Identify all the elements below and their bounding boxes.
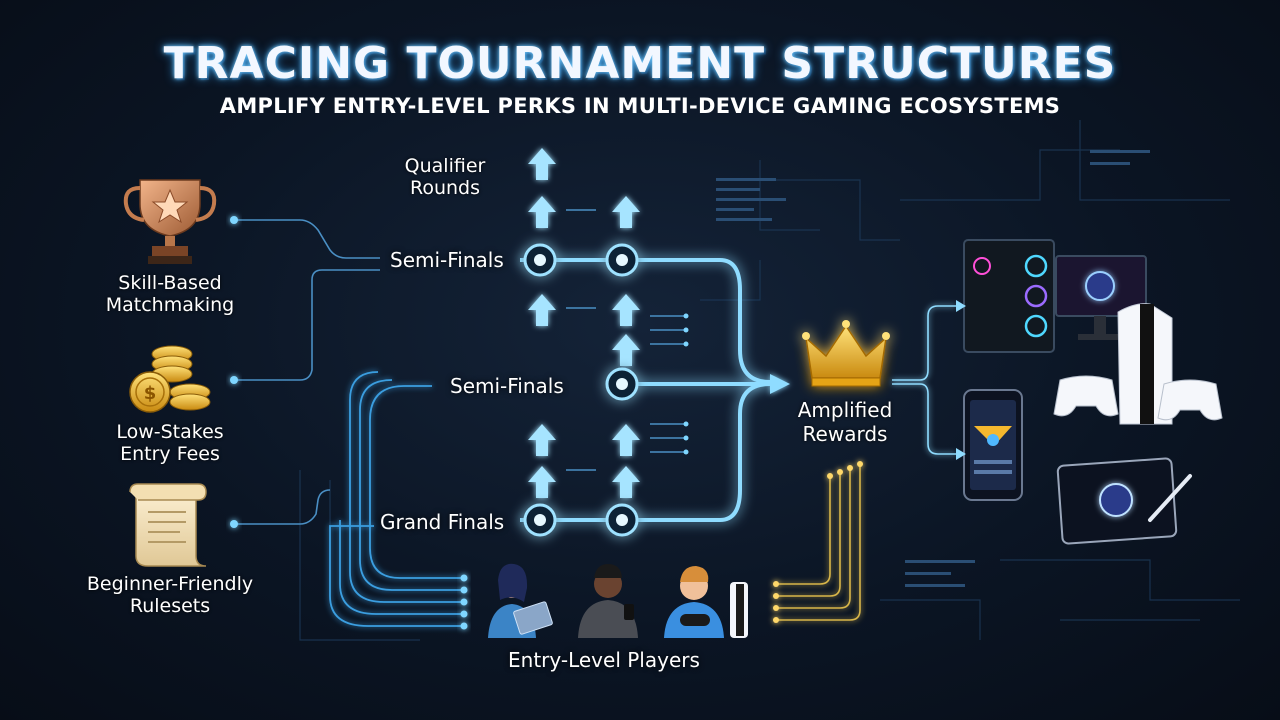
column-connectors: [566, 209, 686, 471]
up-arrow: [528, 196, 556, 228]
smartphone-icon: [963, 389, 1023, 501]
bracket-node: [605, 503, 639, 537]
bracket-node: [605, 243, 639, 277]
player-with-controller-avatar: [664, 566, 724, 638]
page-subtitle: AMPLIFY ENTRY-LEVEL PERKS IN MULTI-DEVIC…: [219, 94, 1061, 118]
bracket-node: [605, 367, 639, 401]
page-title: TRACING TOURNAMENT STRUCTURES: [163, 38, 1117, 89]
game-console-icon: [1053, 303, 1223, 425]
reward-label: Amplified Rewards: [797, 398, 893, 446]
column-connector-dots: [683, 313, 689, 455]
perk-label-matchmaking: Skill-Based Matchmaking: [105, 272, 235, 316]
player-bundle-right: [776, 466, 861, 621]
up-arrow: [612, 424, 640, 456]
qualifier-up-arrows: [528, 148, 640, 498]
players-label: Entry-Level Players: [508, 648, 700, 672]
up-arrow: [528, 466, 556, 498]
perk-connectors: [234, 219, 380, 525]
reward-bundle-dots: [773, 461, 863, 623]
stage-label-qualifier: Qualifier Rounds: [404, 155, 486, 199]
tablet-icon: [1056, 457, 1192, 545]
perk-label-entry-fees: Low-Stakes Entry Fees: [116, 421, 224, 465]
coins-icon: $: [129, 345, 211, 413]
device-connector-arrowheads: [956, 300, 966, 460]
flow-arrowhead: [770, 374, 790, 394]
bracket-node: [523, 503, 557, 537]
player-bundle-dots: [460, 574, 468, 630]
stage-label-semi-finals-top: Semi-Finals: [390, 248, 504, 272]
crown-icon: [802, 320, 890, 387]
up-arrow: [528, 148, 556, 180]
scroll-icon: [129, 483, 207, 567]
perk-connector-dots: [230, 216, 238, 528]
svg-text:$: $: [144, 383, 157, 404]
trophy-icon: [123, 179, 217, 264]
stage-label-semi-finals-mid: Semi-Finals: [450, 374, 564, 398]
player-avatars: [488, 563, 748, 638]
player-with-tablet-avatar: [488, 563, 553, 638]
up-arrow: [612, 466, 640, 498]
bracket-nodes: [523, 243, 639, 537]
up-arrow: [528, 424, 556, 456]
up-arrow: [612, 294, 640, 326]
player-with-phone-avatar: [578, 564, 638, 638]
up-arrow: [528, 294, 556, 326]
bracket-flow: [520, 258, 771, 522]
up-arrow: [612, 334, 640, 366]
perk-label-rulesets: Beginner-Friendly Rulesets: [86, 573, 254, 617]
bracket-node: [523, 243, 557, 277]
player-bundle-left: [329, 371, 462, 627]
device-connectors: [892, 305, 956, 455]
up-arrow: [612, 196, 640, 228]
data-readout-lines: [716, 150, 1150, 587]
console-small-icon: [730, 582, 748, 638]
gaming-pc-icon: [963, 239, 1147, 353]
stage-label-grand-finals: Grand Finals: [380, 510, 505, 534]
